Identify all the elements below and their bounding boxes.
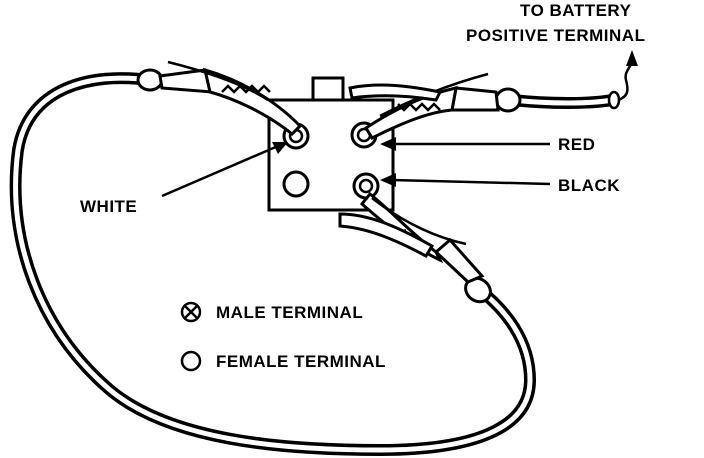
legend-female-label: FEMALE TERMINAL bbox=[216, 352, 386, 371]
terminal-bottom-right bbox=[352, 172, 380, 200]
loop-cable bbox=[9, 72, 536, 456]
black-label: BLACK bbox=[558, 176, 620, 195]
legend-male-label: MALE TERMINAL bbox=[216, 303, 363, 322]
clip-upper-left bbox=[136, 60, 303, 137]
battery-label-line1: TO BATTERY bbox=[520, 1, 632, 20]
clip-lower bbox=[338, 191, 492, 304]
white-pointer-arrow bbox=[161, 142, 288, 198]
male-terminal-symbol-icon bbox=[180, 301, 202, 323]
battery-cable bbox=[506, 61, 634, 110]
black-pointer-arrow bbox=[380, 173, 551, 187]
red-pointer-arrow bbox=[380, 137, 550, 151]
white-label: WHITE bbox=[80, 197, 137, 216]
battery-label-line2: POSITIVE TERMINAL bbox=[466, 26, 645, 45]
battery-arrowhead bbox=[626, 50, 638, 66]
red-label: RED bbox=[558, 135, 595, 154]
terminal-bottom-left-female bbox=[282, 170, 310, 198]
clip-upper-right bbox=[348, 72, 522, 140]
legend: MALE TERMINAL FEMALE TERMINAL bbox=[180, 301, 386, 372]
female-terminal-symbol-icon bbox=[180, 350, 202, 372]
